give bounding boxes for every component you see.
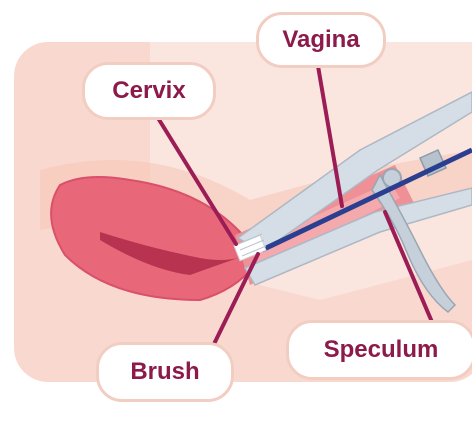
label-cervix: Cervix [82,62,216,120]
label-vagina: Vagina [256,12,386,68]
label-brush: Brush [96,342,234,402]
label-speculum: Speculum [286,320,472,380]
